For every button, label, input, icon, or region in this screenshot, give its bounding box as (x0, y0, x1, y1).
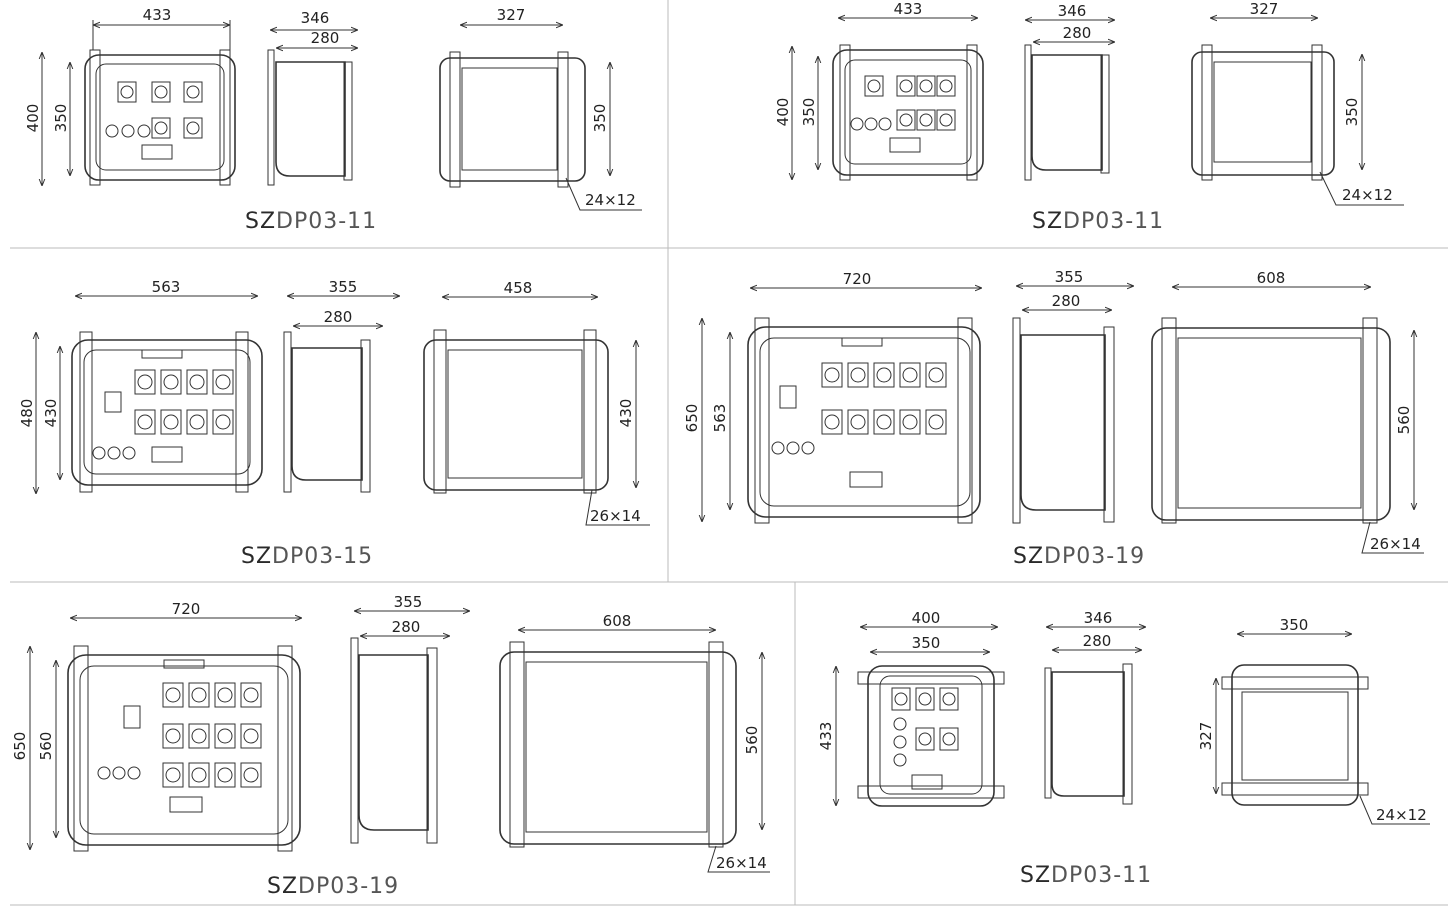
switch-grid (850, 75, 956, 131)
slot-label: 24×12 (1342, 186, 1393, 204)
top-view: 327 350 24×12 (439, 6, 642, 211)
slot-label: 26×14 (1370, 535, 1421, 553)
slot-label: 26×14 (590, 507, 641, 525)
side-view: 346 280 (267, 9, 358, 186)
front-height-outer-label: 650 (11, 732, 29, 761)
slot-label: 24×12 (1376, 806, 1427, 824)
side-depth-inner-label: 280 (311, 29, 340, 47)
top-width-label: 608 (1257, 269, 1286, 287)
top-height-label: 560 (743, 726, 761, 755)
switch-grid (771, 362, 947, 455)
top-width-label: 458 (504, 279, 533, 297)
side-view: 355 280 (1012, 268, 1134, 524)
front-height-inner-label: 430 (42, 399, 60, 428)
side-view: 355 280 (350, 593, 470, 844)
slot-label: 24×12 (585, 191, 636, 209)
front-view: 720 650 560 (11, 600, 302, 852)
front-height-inner-label: 563 (711, 404, 729, 433)
front-height-outer-label: 480 (18, 399, 36, 428)
panel-5: 720 650 560 355 280 608 560 26×14 (11, 593, 770, 899)
top-height-label: 327 (1197, 722, 1215, 751)
side-depth-outer-label: 346 (1058, 2, 1087, 20)
top-width-label: 350 (1280, 616, 1309, 634)
side-view: 355 280 (283, 278, 400, 493)
top-view: 350 327 24×12 (1197, 616, 1430, 825)
front-view: 563 480 430 (18, 278, 263, 494)
switch-grid (891, 687, 959, 767)
side-depth-outer-label: 355 (394, 593, 423, 611)
side-depth-outer-label: 346 (1084, 609, 1113, 627)
model-caption: SZDP03-15 (241, 544, 373, 569)
side-depth-inner-label: 280 (324, 308, 353, 326)
front-width-outer-label: 400 (912, 609, 941, 627)
panel-2: 433 400 350 346 280 327 350 24×12 (774, 0, 1404, 234)
top-view: 608 560 26×14 (1151, 269, 1424, 554)
slot-label: 26×14 (716, 854, 767, 872)
front-width-label: 720 (843, 270, 872, 288)
side-depth-outer-label: 355 (329, 278, 358, 296)
top-view: 458 430 26×14 (423, 279, 650, 526)
side-depth-inner-label: 280 (1063, 24, 1092, 42)
front-width-label: 720 (172, 600, 201, 618)
side-depth-outer-label: 346 (301, 9, 330, 27)
front-view: 400 350 433 (817, 609, 1005, 807)
top-height-label: 430 (617, 399, 635, 428)
top-width-label: 327 (1250, 0, 1279, 18)
front-height-outer-label: 400 (774, 98, 792, 127)
panel-4: 720 650 563 355 280 608 560 26×14 (683, 268, 1424, 569)
front-height-outer-label: 400 (24, 104, 42, 133)
top-view: 608 560 26×14 (499, 612, 770, 873)
model-caption: SZDP03-19 (267, 874, 399, 899)
top-width-label: 327 (497, 6, 526, 24)
front-width-label: 563 (152, 278, 181, 296)
top-height-label: 350 (1343, 98, 1361, 127)
grid-lines (10, 0, 1448, 906)
top-width-label: 608 (603, 612, 632, 630)
panel-1: 433 400 350 346 280 327 350 24×12 (24, 6, 642, 234)
model-caption: SZDP03-11 (245, 209, 377, 234)
front-view: 433 400 350 (774, 0, 984, 181)
front-height-inner-label: 350 (800, 98, 818, 127)
switch-grid (97, 682, 262, 788)
switch-grid (92, 369, 234, 460)
side-depth-outer-label: 355 (1055, 268, 1084, 286)
model-caption: SZDP03-11 (1020, 863, 1152, 888)
front-width-label: 433 (894, 0, 923, 18)
front-height-outer-label: 650 (683, 404, 701, 433)
front-height-label: 433 (817, 722, 835, 751)
top-height-label: 560 (1395, 406, 1413, 435)
model-caption: SZDP03-11 (1032, 209, 1164, 234)
panel-3: 563 480 430 355 280 458 430 26×14 (18, 278, 650, 569)
side-depth-inner-label: 280 (1052, 292, 1081, 310)
front-view: 433 400 350 (24, 6, 236, 186)
top-view: 327 350 24×12 (1191, 0, 1404, 206)
front-width-inner-label: 350 (912, 634, 941, 652)
model-caption: SZDP03-19 (1013, 544, 1145, 569)
side-view: 346 280 (1044, 609, 1146, 805)
side-depth-inner-label: 280 (1083, 632, 1112, 650)
switch-grid (105, 81, 203, 139)
side-view: 346 280 (1024, 2, 1115, 181)
top-height-label: 350 (591, 104, 609, 133)
front-width-label: 433 (143, 6, 172, 24)
front-height-inner-label: 350 (52, 104, 70, 133)
front-view: 720 650 563 (683, 270, 982, 524)
side-depth-inner-label: 280 (392, 618, 421, 636)
panel-6: 400 350 433 346 280 350 327 24×12 (817, 609, 1430, 888)
front-height-inner-label: 560 (37, 732, 55, 761)
